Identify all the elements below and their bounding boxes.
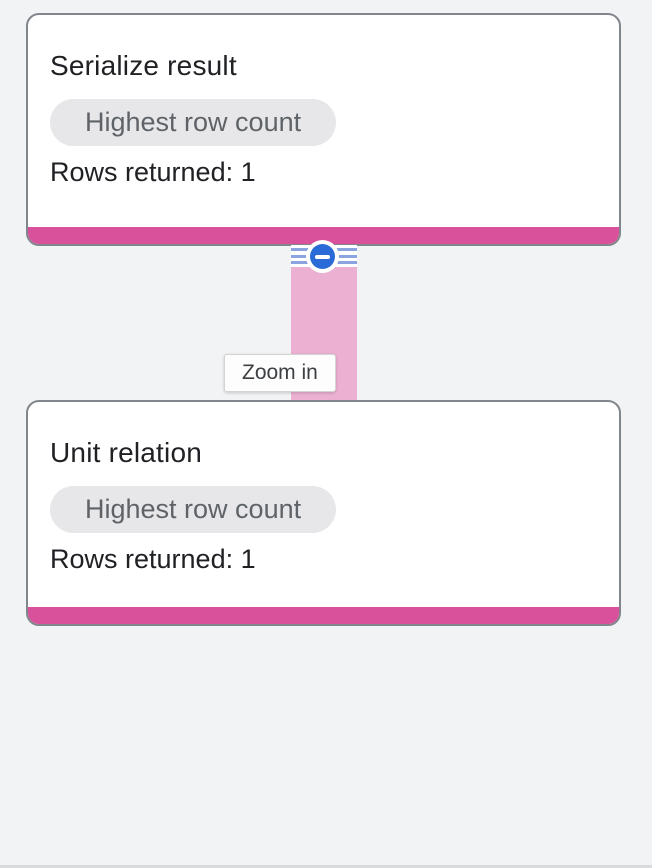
rows-returned-label: Rows returned: 1	[50, 157, 256, 187]
highest-row-count-badge: Highest row count	[50, 99, 337, 146]
collapse-edge-button[interactable]	[306, 240, 339, 273]
stage-node-content: Unit relation Highest row count Rows ret…	[28, 402, 619, 575]
stage-title: Unit relation	[50, 437, 203, 468]
stage-title: Serialize result	[50, 50, 237, 81]
stage-node-serialize-result[interactable]: Serialize result Highest row count Rows …	[26, 13, 621, 246]
rows-returned-label: Rows returned: 1	[50, 544, 256, 574]
tooltip-label: Zoom in	[242, 361, 318, 384]
highest-row-count-badge: Highest row count	[50, 486, 337, 533]
stage-accent-bar	[28, 607, 619, 624]
minus-icon	[310, 244, 335, 269]
zoom-in-tooltip: Zoom in	[224, 354, 336, 392]
stage-accent-bar	[28, 227, 619, 244]
viewport-bottom-edge	[0, 865, 652, 868]
stage-node-content: Serialize result Highest row count Rows …	[28, 15, 619, 188]
stage-node-unit-relation[interactable]: Unit relation Highest row count Rows ret…	[26, 400, 621, 626]
